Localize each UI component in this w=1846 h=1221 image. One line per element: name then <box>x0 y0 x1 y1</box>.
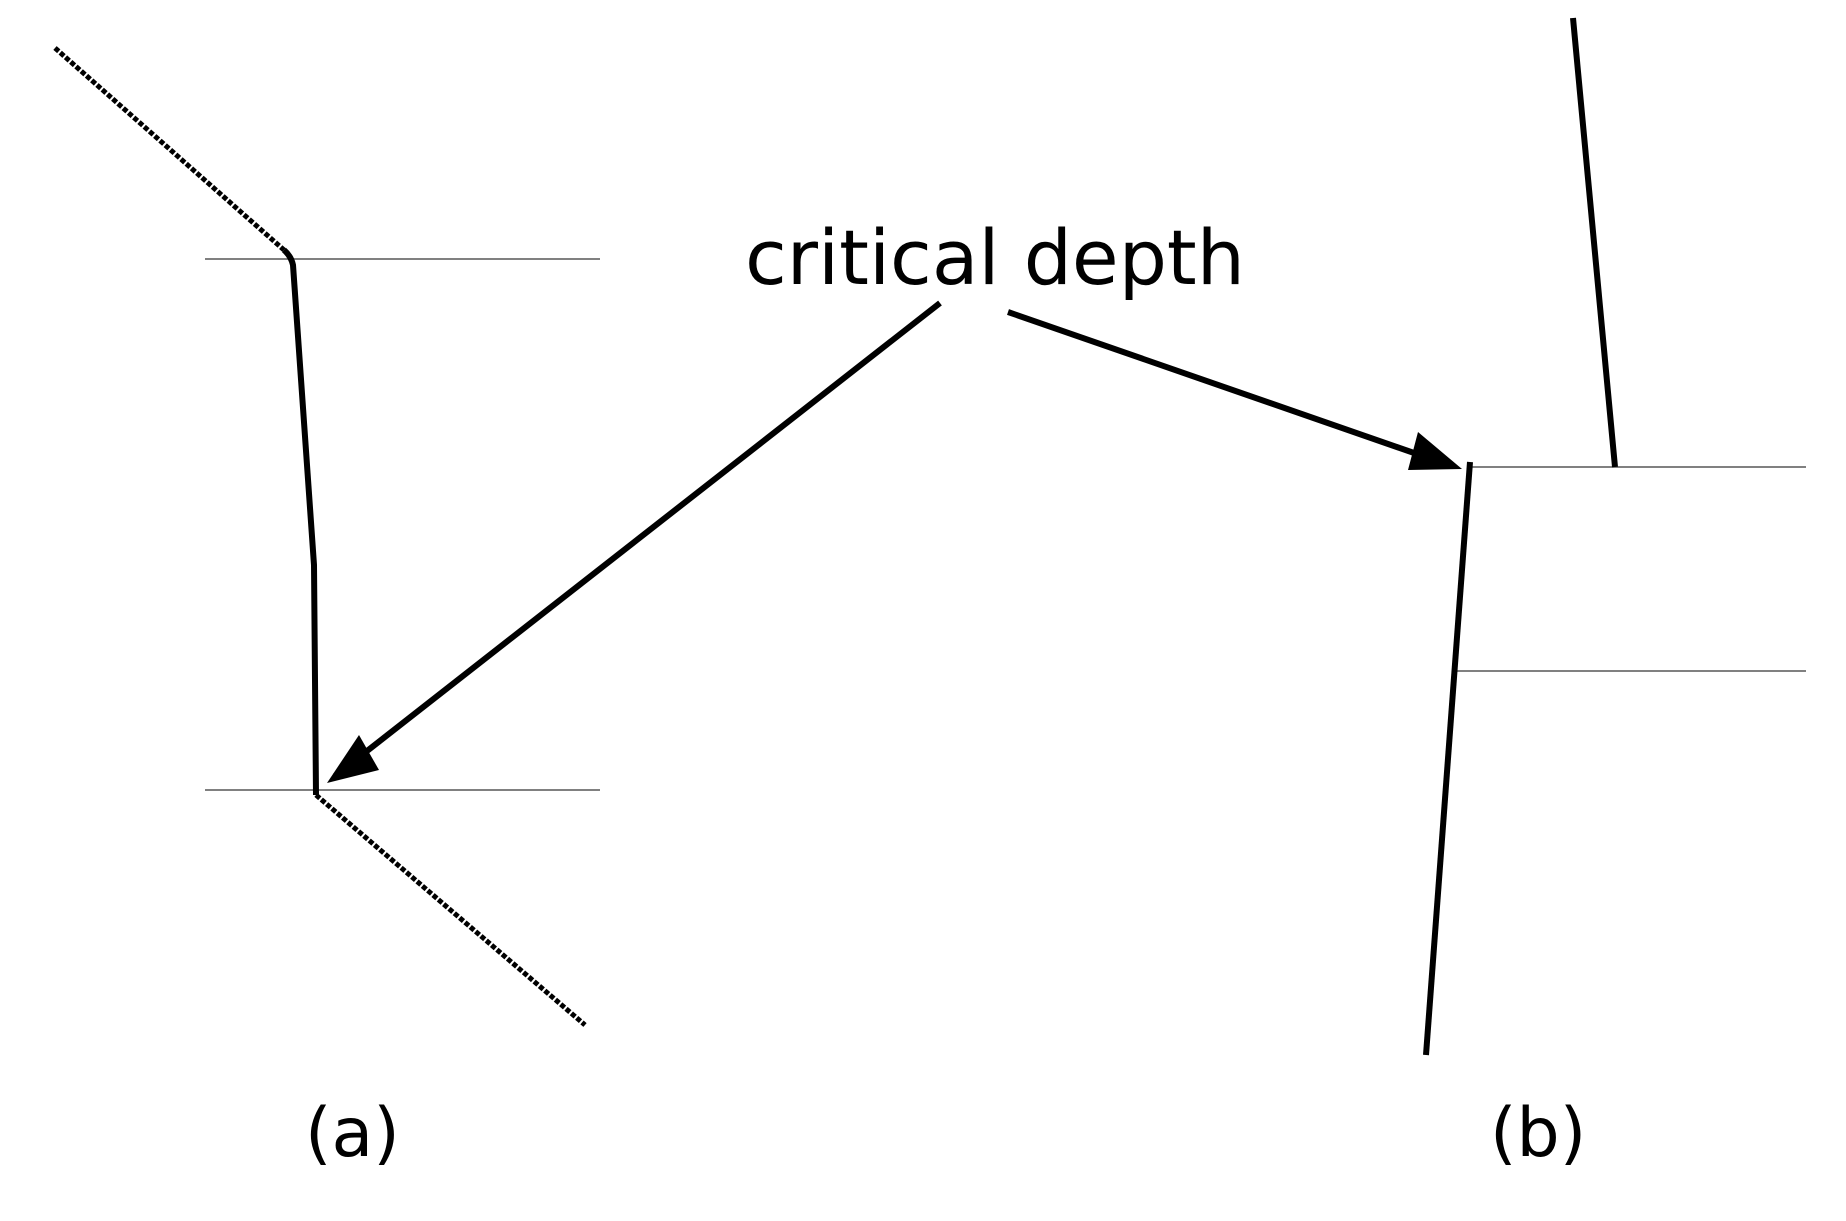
panel-a <box>53 46 600 1027</box>
arrow-to-panel-b-head <box>1408 432 1462 470</box>
panel-a-caption: (a) <box>305 1094 400 1173</box>
panel-a-water-surface-profile <box>281 247 319 796</box>
panel-b <box>1423 17 1806 1056</box>
panel-b-upper-profile <box>1570 17 1618 468</box>
critical-depth-callout-arrows <box>327 300 1462 783</box>
critical-depth-label: critical depth <box>745 213 1245 302</box>
panel-a-upstream-dashed-profile <box>53 46 286 252</box>
arrow-to-panel-a-head <box>327 735 379 783</box>
arrow-to-panel-b <box>1007 309 1441 465</box>
panel-b-lower-profile <box>1423 461 1473 1056</box>
panel-b-caption: (b) <box>1490 1094 1587 1173</box>
panel-a-downstream-dashed-profile <box>314 793 587 1027</box>
arrow-to-panel-a <box>333 300 942 779</box>
